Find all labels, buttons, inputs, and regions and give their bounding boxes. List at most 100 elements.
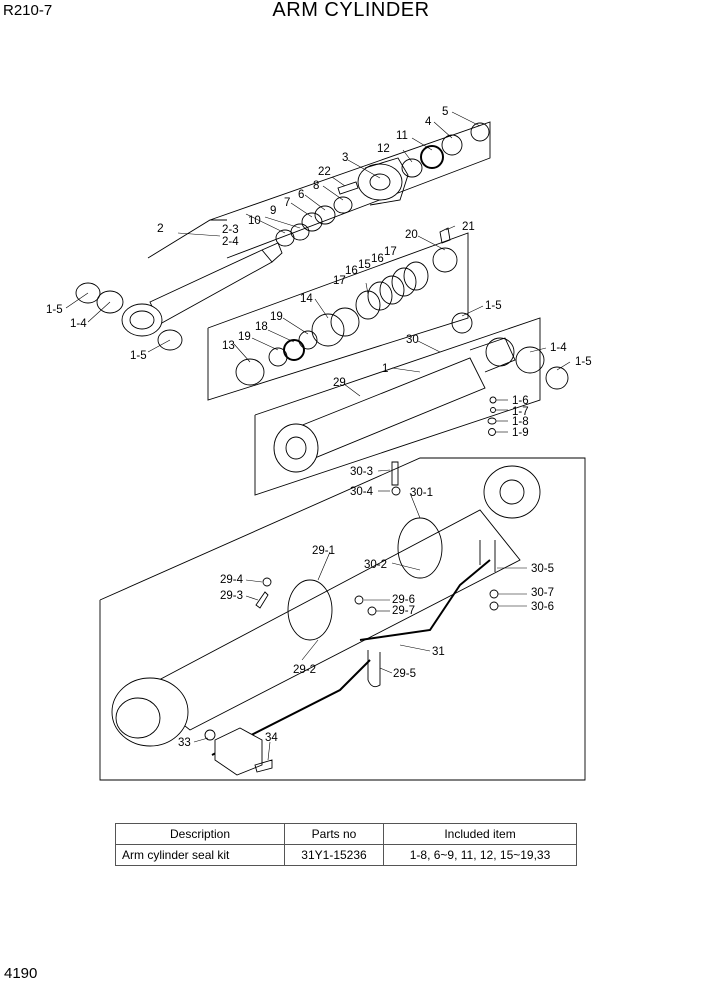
- ring-19: [283, 339, 305, 361]
- piston-rod: [121, 242, 283, 337]
- callout-15: 15: [358, 259, 371, 271]
- seal-16a: [367, 281, 393, 311]
- callout-1-7: 1-7: [512, 406, 529, 418]
- callout-31: 31: [432, 646, 445, 658]
- page-title: ARM CYLINDER: [272, 0, 430, 21]
- callout-2-3: 2-3: [222, 224, 239, 236]
- seal-17b: [403, 261, 429, 291]
- callout-1-8: 1-8: [512, 416, 529, 428]
- nut-29-6: [354, 595, 364, 605]
- callout-30-7: 30-7: [531, 587, 554, 599]
- callout-13: 13: [222, 340, 235, 352]
- callout-7: 7: [284, 197, 290, 209]
- callout-16a: 16: [345, 265, 358, 277]
- cylinder-tube: [273, 337, 516, 473]
- leader-lines: [65, 111, 571, 761]
- piston-14: [311, 307, 360, 347]
- callout-30-3: 30-3: [350, 466, 373, 478]
- callout-4: 4: [425, 116, 432, 128]
- callout-5: 5: [442, 106, 448, 118]
- callout-30-5: 30-5: [531, 563, 554, 575]
- bolt-30-3: [391, 461, 399, 486]
- pipe-31: [359, 559, 491, 641]
- callout-22: 22: [318, 166, 331, 178]
- callout-1-5c: 1-5: [485, 300, 502, 312]
- callout-12: 12: [377, 143, 390, 155]
- callout-29-3: 29-3: [220, 590, 243, 602]
- nut-30-6: [489, 601, 499, 611]
- cell-description: Arm cylinder seal kit: [115, 844, 285, 866]
- callout-30-6: 30-6: [531, 601, 554, 613]
- seal-16b: [391, 267, 417, 297]
- group-frame-rod-upper: [209, 121, 491, 259]
- bushing-1-4-right: [515, 346, 545, 374]
- callout-21: 21: [462, 221, 475, 233]
- pipe-31b: [211, 659, 371, 756]
- callout-17b: 17: [384, 246, 397, 258]
- callout-19a: 19: [270, 311, 283, 323]
- callout-1-4b: 1-4: [550, 342, 567, 354]
- callout-29-4: 29-4: [220, 574, 244, 586]
- seal-1-5-right-a: [451, 312, 473, 334]
- callout-8: 8: [313, 180, 319, 192]
- oring-11: [420, 145, 444, 169]
- callout-18: 18: [255, 321, 268, 333]
- callout-11: 11: [396, 130, 408, 142]
- seal-7: [301, 212, 323, 232]
- callout-33: 33: [178, 737, 191, 749]
- seal-6: [314, 205, 336, 225]
- cushion-20: [432, 247, 458, 273]
- seal-10: [290, 223, 310, 241]
- callout-19b: 19: [238, 331, 251, 343]
- callout-29: 29: [333, 377, 346, 389]
- callout-30-4: 30-4: [350, 486, 374, 498]
- washer-30-7: [489, 589, 499, 599]
- callout-1-6: 1-6: [512, 395, 529, 407]
- callout-29-6: 29-6: [392, 594, 415, 606]
- bolt-29-3: [255, 591, 269, 609]
- clamp-29-1: [287, 579, 333, 641]
- seal-15: [379, 275, 405, 305]
- ring-19b: [298, 330, 318, 350]
- callout-30-2: 30-2: [364, 559, 387, 571]
- callout-29-1: 29-1: [312, 545, 335, 557]
- seal-8: [333, 196, 353, 214]
- group-frame-detail: [99, 457, 586, 781]
- column-header-description: Description: [115, 823, 285, 845]
- cell-parts-no: 31Y1-15236: [284, 844, 384, 866]
- callout-1-9: 1-9: [512, 427, 529, 439]
- callout-34: 34: [265, 732, 278, 744]
- callout-6: 6: [298, 189, 304, 201]
- bushing-1-4-left: [96, 290, 124, 314]
- page-number: 4190: [4, 965, 38, 982]
- callout-labels: 2 2-3 2-4 3 4 5 11 12 22 8 6 7 9 10 21 2…: [46, 106, 592, 749]
- seal-1-5-left-b: [157, 329, 183, 351]
- column-header-included: Included item: [383, 823, 577, 845]
- cell-included: 1-8, 6~9, 11, 12, 15~19,33: [383, 844, 577, 866]
- callout-2-4: 2-4: [222, 236, 239, 248]
- nut-13: [235, 358, 265, 386]
- callout-1-5a: 1-5: [46, 304, 63, 316]
- screw-21: [439, 227, 451, 244]
- callout-1-5d: 1-5: [575, 356, 592, 368]
- seal-1-5-right-b: [545, 366, 569, 390]
- callout-29-2: 29-2: [293, 664, 316, 676]
- oring-33: [204, 729, 216, 741]
- callout-29-5: 29-5: [393, 668, 416, 680]
- screw-22: [337, 181, 359, 195]
- detail-cylinder: [111, 509, 521, 747]
- rod-cover-3: [357, 157, 409, 206]
- callout-9: 9: [270, 205, 276, 217]
- seal-1-5-left-a: [75, 282, 101, 304]
- callout-10: 10: [248, 215, 261, 227]
- group-frame-tube: [254, 317, 541, 496]
- callout-14: 14: [300, 293, 313, 305]
- callout-30-1: 30-1: [410, 487, 433, 499]
- group-frame-piston: [207, 232, 469, 401]
- seal-12: [401, 158, 423, 178]
- callout-16b: 16: [371, 253, 384, 265]
- part-1-9: [488, 428, 496, 436]
- callout-30: 30: [406, 334, 419, 346]
- washer-30-4: [391, 486, 401, 496]
